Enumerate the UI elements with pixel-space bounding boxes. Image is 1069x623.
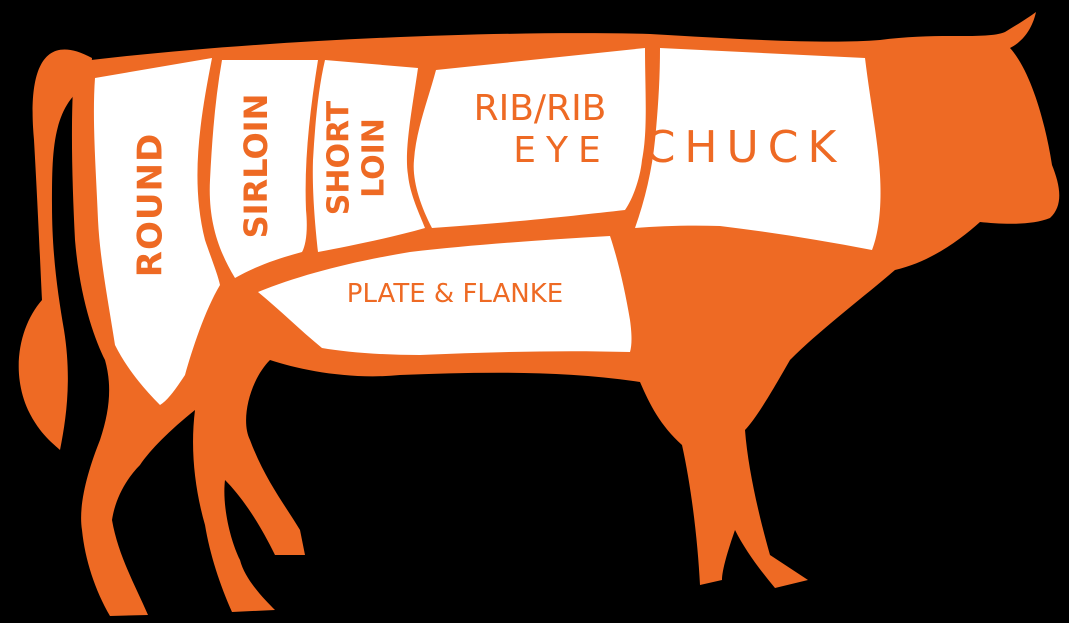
label-short-loin-line1: SHORT [322,100,357,215]
label-plate-flanke: PLATE & FLANKE [347,279,563,309]
label-rib-line1: RIB/RIB [474,88,607,129]
label-round: ROUND [131,133,171,277]
label-short-loin-line2: LOIN [357,118,392,198]
label-rib-line2: EYE [513,130,610,171]
label-sirloin: SIRLOIN [237,94,275,239]
label-chuck: CHUCK [645,122,846,173]
